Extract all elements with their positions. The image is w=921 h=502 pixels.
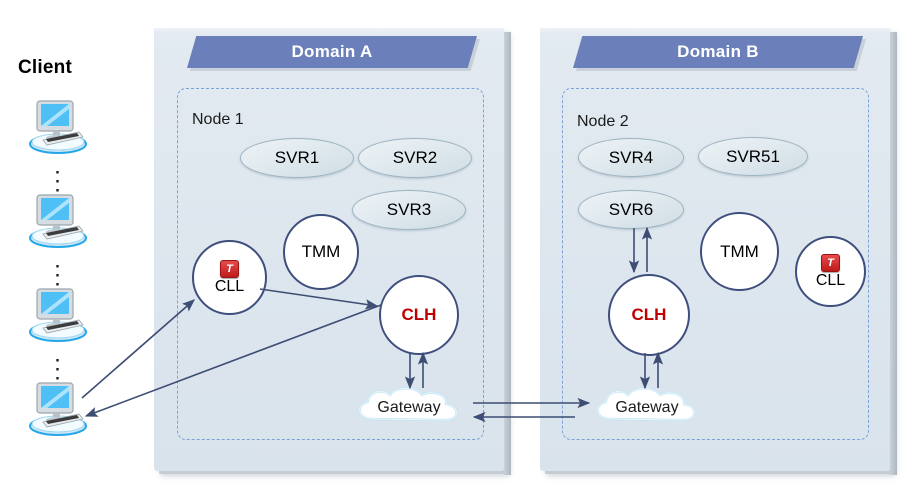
domain-a-banner: Domain A — [187, 36, 477, 68]
node-tmm-domain-a[interactable]: TMM — [283, 214, 359, 290]
client-ellipsis: ··· — [55, 163, 61, 200]
server-svr51[interactable]: SVR51 — [698, 137, 808, 176]
client-computer-icon — [25, 190, 91, 250]
domain-b-title: Domain B — [677, 42, 759, 61]
client-computer-icon — [25, 284, 91, 344]
node-cll-domain-a[interactable]: T CLL — [192, 240, 267, 315]
server-label: SVR4 — [608, 147, 654, 167]
node-2-box — [562, 88, 869, 440]
panel-top-bevel — [540, 28, 890, 34]
node-1-box — [177, 88, 484, 440]
server-svr1[interactable]: SVR1 — [240, 138, 354, 178]
node-label: CLL — [214, 278, 245, 295]
t-badge-icon: T — [220, 260, 239, 278]
server-svr2[interactable]: SVR2 — [358, 138, 472, 178]
client-ellipsis: ··· — [55, 351, 61, 388]
node-label: TMM — [720, 241, 759, 261]
client-computer-icon — [25, 378, 91, 438]
gateway-label: Gateway — [615, 399, 679, 416]
node-label: CLH — [631, 305, 667, 324]
node-label: TMM — [301, 242, 341, 261]
server-label: SVR6 — [608, 199, 654, 219]
server-svr3[interactable]: SVR3 — [352, 190, 466, 230]
node-cll-domain-b[interactable]: T CLL — [795, 236, 866, 307]
client-ellipsis: ··· — [55, 257, 61, 294]
server-svr6[interactable]: SVR6 — [578, 190, 684, 229]
node-clh-domain-a[interactable]: CLH — [379, 275, 459, 355]
server-label: SVR3 — [386, 200, 432, 219]
gateway-label: Gateway — [377, 399, 441, 416]
node-2-label: Node 2 — [577, 113, 629, 130]
t-badge-icon: T — [821, 254, 840, 272]
node-1-label: Node 1 — [192, 111, 244, 128]
node-tmm-domain-b[interactable]: TMM — [700, 212, 779, 291]
domain-b-banner: Domain B — [573, 36, 863, 68]
panel-right-bevel — [504, 32, 511, 475]
domain-a-title: Domain A — [291, 42, 373, 61]
server-svr4[interactable]: SVR4 — [578, 138, 684, 177]
gateway-domain-a[interactable]: Gateway — [350, 385, 468, 431]
panel-top-bevel — [154, 28, 504, 34]
client-label: Client — [18, 57, 72, 78]
client-computer-icon — [25, 96, 91, 156]
server-label: SVR1 — [274, 148, 320, 167]
node-label: CLH — [401, 305, 437, 324]
node-label: CLL — [815, 272, 846, 289]
server-label: SVR2 — [392, 148, 438, 167]
gateway-domain-b[interactable]: Gateway — [588, 385, 706, 431]
panel-right-bevel — [890, 32, 897, 475]
server-label: SVR51 — [726, 146, 780, 166]
node-clh-domain-b[interactable]: CLH — [608, 274, 690, 356]
